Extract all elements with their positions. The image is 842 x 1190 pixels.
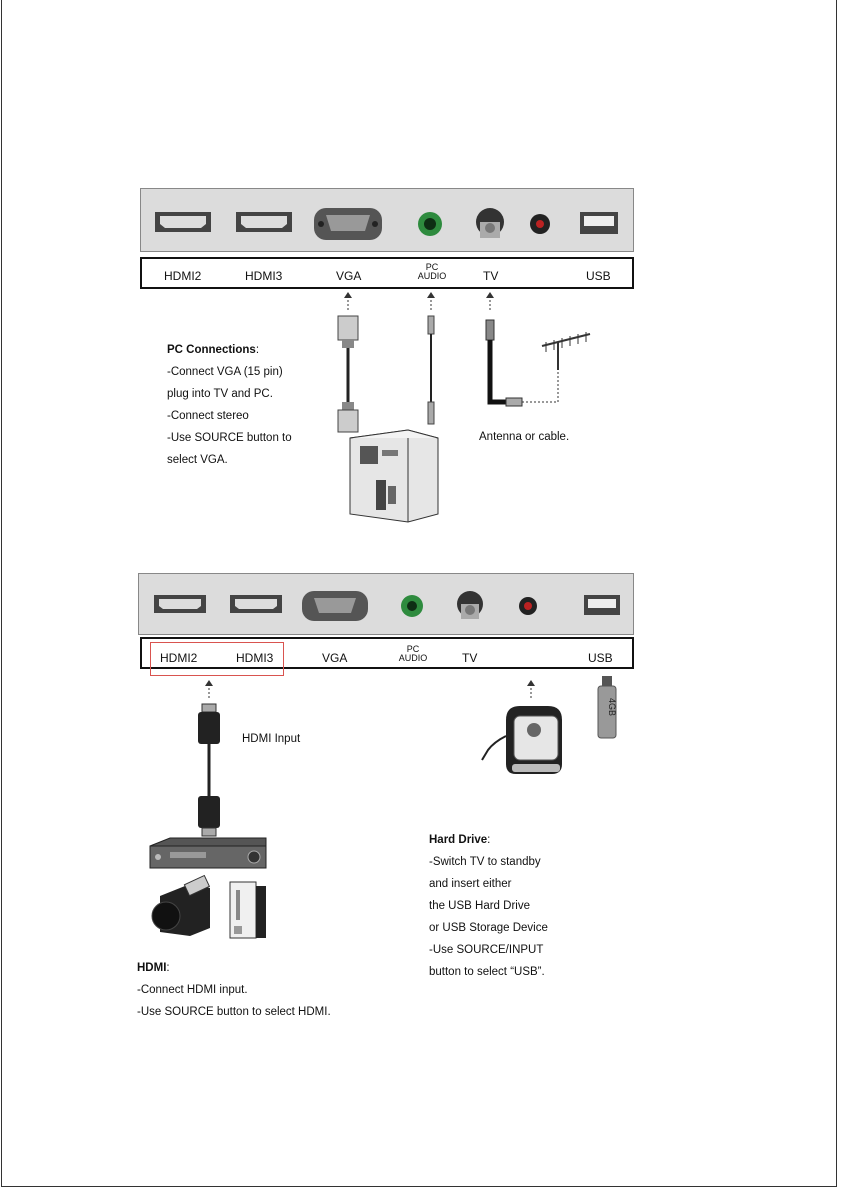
pc-connection-illustration [337, 292, 591, 523]
pc-connections-line: -Use SOURCE button to [167, 432, 292, 444]
port-label-tv: TV [462, 651, 478, 665]
vga-port-icon [314, 208, 382, 240]
port-label-pc-audio: PC AUDIO [412, 263, 452, 281]
usb-port-icon [584, 595, 620, 615]
antenna-icon [541, 332, 591, 370]
port-label-hdmi3: HDMI3 [236, 651, 274, 665]
port-label-audio: AUDIO [398, 653, 428, 663]
antenna-cable-icon [485, 319, 559, 407]
usb-stick-icon [597, 676, 617, 739]
hard-drive-text: Hard Drive: -Switch TV to standby and in… [429, 829, 599, 983]
hdmi-port-icon [154, 595, 206, 613]
hdmi-port-icon [236, 212, 292, 232]
port-icons-2 [154, 591, 620, 621]
hdmi-connection-illustration [149, 676, 617, 939]
hdmi-cable-icon [198, 703, 220, 837]
usb-hard-drive-icon [481, 706, 562, 774]
vga-cable-icon [337, 315, 359, 433]
vga-port-icon [302, 591, 368, 621]
port-label-hdmi3: HDMI3 [245, 269, 283, 283]
hard-drive-line: the USB Hard Drive [429, 900, 530, 912]
port-label-bar-1 [140, 257, 634, 289]
audio-cable-icon [427, 315, 435, 425]
audio-arrow-icon [427, 292, 435, 312]
camcorder-icon [151, 874, 211, 936]
hard-drive-line: -Switch TV to standby [429, 856, 541, 868]
pc-connections-line: select VGA. [167, 454, 228, 466]
antenna-caption: Antenna or cable. [479, 431, 570, 443]
port-label-vga: VGA [322, 651, 348, 665]
hard-drive-line: or USB Storage Device [429, 922, 548, 934]
vga-arrow-icon [344, 292, 352, 312]
tv-arrow-icon [486, 292, 494, 312]
hard-drive-line: and insert either [429, 878, 512, 890]
pc-connections-line: plug into TV and PC. [167, 388, 273, 400]
audio-jack-icon [418, 212, 442, 236]
hdmi-heading: HDMI [137, 962, 167, 974]
hdmi-text: HDMI: -Connect HDMI input. -Use SOURCE b… [137, 957, 357, 1023]
pc-connections-heading: PC Connections [167, 344, 256, 356]
port-label-tv: TV [483, 269, 499, 283]
usb-stick-label: 4GB [607, 697, 617, 716]
game-console-icon [229, 881, 266, 939]
av-receiver-icon [149, 837, 267, 869]
port-label-usb: USB [588, 651, 613, 665]
tv-back-panel-2 [138, 573, 634, 635]
hdmi-input-caption: HDMI Input [242, 733, 301, 745]
hard-drive-arrow-icon [527, 680, 535, 698]
port-label-vga: VGA [336, 269, 362, 283]
hdmi-line: -Use SOURCE button to select HDMI. [137, 1006, 331, 1018]
tv-back-panel-1 [140, 188, 634, 252]
hdmi-arrow-icon [205, 680, 213, 700]
port-label-pc: PC [425, 262, 439, 272]
usb-port-icon [580, 212, 618, 234]
port-icons-1 [155, 208, 618, 240]
pc-connections-text: PC Connections: -Connect VGA (15 pin) pl… [167, 339, 297, 471]
port-label-hdmi2: HDMI2 [160, 651, 198, 665]
hard-drive-line: button to select “USB”. [429, 966, 545, 978]
hard-drive-line: -Use SOURCE/INPUT [429, 944, 544, 956]
port-label-usb: USB [586, 269, 611, 283]
headphone-jack-icon [530, 214, 550, 234]
hdmi-port-icon [155, 212, 211, 232]
port-label-hdmi2: HDMI2 [164, 269, 202, 283]
pc-tower-icon [349, 429, 439, 523]
port-label-pc: PC [406, 644, 420, 654]
hdmi-port-icon [230, 595, 282, 613]
port-label-pc-audio: PC AUDIO [393, 645, 433, 663]
hard-drive-heading: Hard Drive [429, 834, 488, 846]
pc-connections-line: -Connect VGA (15 pin) [167, 366, 283, 378]
coax-port-icon [476, 208, 504, 238]
audio-jack-icon [401, 595, 423, 617]
headphone-jack-icon [519, 597, 537, 615]
pc-connections-line: -Connect stereo [167, 410, 249, 422]
hdmi-line: -Connect HDMI input. [137, 984, 248, 996]
hdmi-highlight-box [150, 642, 284, 676]
port-label-audio: AUDIO [417, 271, 447, 281]
coax-port-icon [457, 591, 483, 619]
